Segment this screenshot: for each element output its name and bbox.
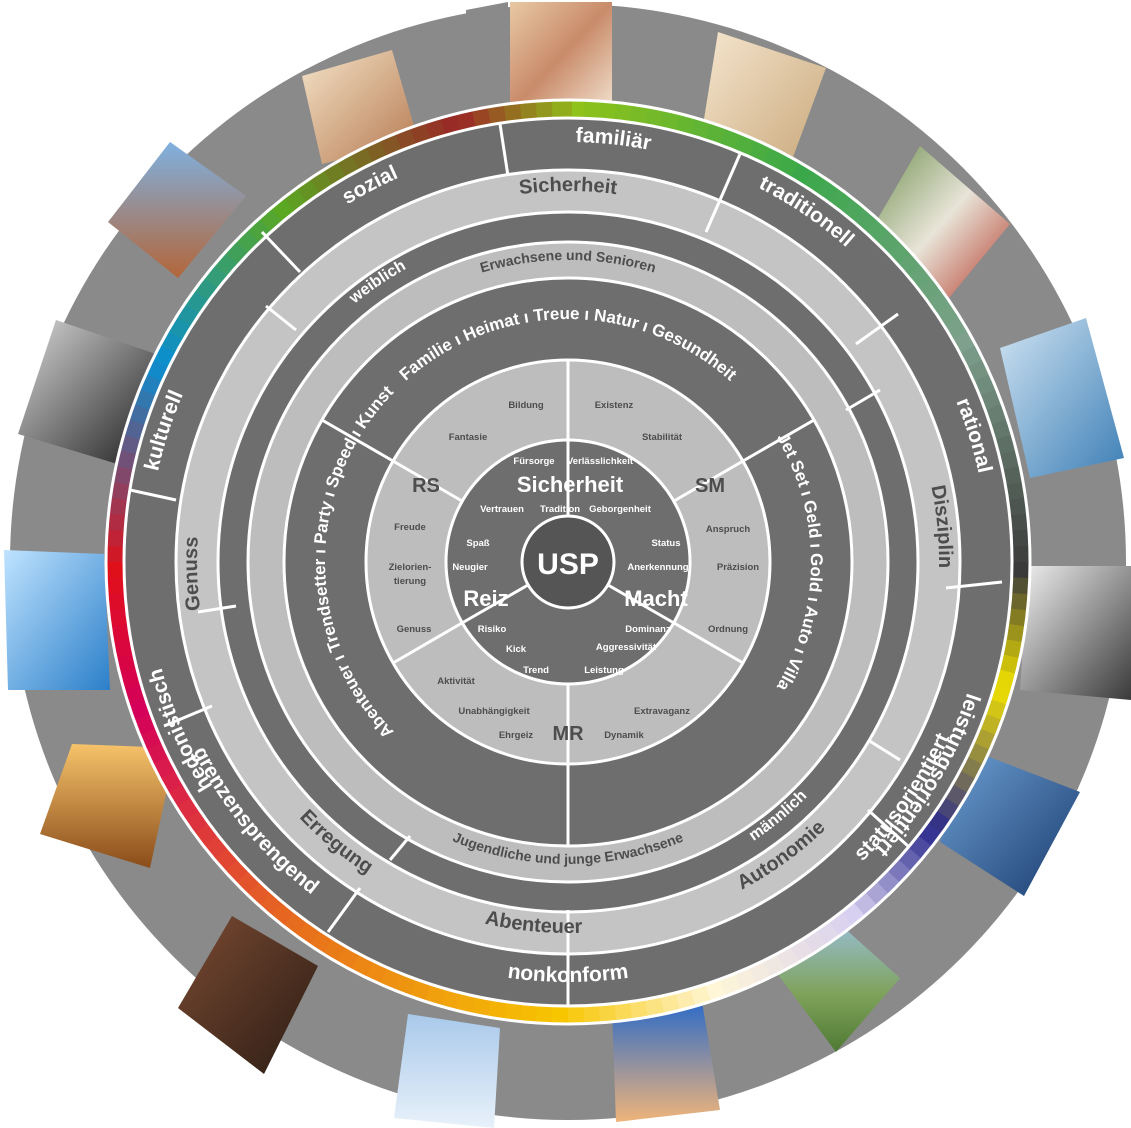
spectrum-segment: [595, 1003, 617, 1024]
sm-existenz: Existenz: [595, 400, 634, 411]
core-word-spass: Spaß: [466, 538, 489, 549]
photo-cyclist-sunset: [40, 744, 176, 868]
core-macht-title: Macht: [624, 586, 688, 611]
orientation-nonkonform: nonkonform: [506, 960, 629, 987]
photo-city-rooftops: [108, 142, 246, 278]
photo-ice-cubes: [4, 550, 110, 690]
spectrum-segment: [503, 102, 526, 123]
core-word-tradition: Tradition: [540, 504, 580, 515]
svg-text:Sicherheit: Sicherheit: [518, 174, 619, 199]
spectrum-segment: [106, 525, 126, 547]
sm-stabilitaet: Stabilität: [642, 432, 683, 443]
photo-businessman: [1020, 566, 1131, 700]
rs-zielorientierung-2: tierung: [394, 576, 426, 587]
core-word-geborgenheit: Geborgenheit: [589, 504, 652, 515]
spectrum-segment: [610, 1001, 633, 1022]
photo-building: [394, 1014, 500, 1128]
spectrum-segment: [108, 604, 129, 627]
spectrum-segment: [1007, 497, 1028, 520]
mr-dynamik: Dynamik: [604, 730, 644, 741]
photo-party-crowd: [178, 916, 318, 1074]
spectrum-segment: [106, 557, 125, 579]
core-labels: Sicherheit Fürsorge Verlässlichkeit Vert…: [452, 456, 688, 676]
spectrum-segment: [535, 100, 557, 120]
photo-palm-tree: [612, 1002, 720, 1122]
spectrum-segment: [106, 541, 125, 562]
color-spectrum-ring: [104, 98, 1032, 1026]
core-word-fuersorge: Fürsorge: [513, 456, 554, 467]
spectrum-segment: [563, 1005, 585, 1024]
spectrum-segment: [583, 100, 605, 120]
motive-sicherheit: Sicherheit: [518, 174, 619, 199]
spectrum-segment: [1011, 562, 1030, 583]
mr-unabhaengigkeit: Unabhängigkeit: [458, 706, 530, 717]
core-word-anerkennung: Anerkennung: [627, 562, 688, 573]
mixed-zone-labels: SM MR RS Existenz Stabilität Anspruch Pr…: [389, 400, 760, 745]
spectrum-segment: [547, 1005, 568, 1024]
sm-praezision: Präzision: [717, 562, 759, 573]
spectrum-segment: [106, 589, 127, 611]
spectrum-segment: [579, 1004, 601, 1024]
code-mr: MR: [552, 723, 584, 745]
spectrum-outline: [104, 98, 1032, 1026]
core-word-status: Status: [651, 538, 680, 549]
photo-family-mother-daughter: [510, 2, 612, 112]
svg-text:Genuss: Genuss: [180, 536, 205, 612]
motive-genuss: Genuss: [180, 536, 205, 612]
core-word-vertrauen: Vertrauen: [480, 504, 524, 515]
core-word-risiko: Risiko: [478, 624, 507, 635]
core-word-leistung: Leistung: [584, 665, 624, 676]
photo-tiles: [4, 2, 1131, 1128]
spectrum-segment: [106, 573, 126, 595]
usp-label: USP: [537, 548, 599, 581]
spectrum-segment: [519, 100, 541, 121]
rs-bildung: Bildung: [508, 400, 544, 411]
mr-extravaganz: Extravaganz: [634, 706, 690, 717]
photo-office-meeting: [1000, 318, 1124, 478]
sm-anspruch: Anspruch: [706, 524, 751, 535]
spectrum-segment: [1010, 577, 1030, 599]
spectrum-segment: [1009, 513, 1030, 535]
core-word-kick: Kick: [506, 644, 527, 655]
core-reiz-title: Reiz: [463, 586, 508, 611]
core-word-aggressivitaet: Aggressivität: [596, 642, 657, 653]
rs-zielorientierung-1: Zielorien-: [389, 562, 432, 573]
spectrum-segment: [1011, 545, 1030, 567]
mr-aktivitaet: Aktivität: [437, 676, 475, 687]
photo-sculpture: [18, 320, 156, 466]
spectrum-segment: [551, 100, 573, 119]
core-word-dominanz: Dominanz: [625, 624, 671, 635]
usp-center: [522, 516, 614, 608]
sm-ordnung: Ordnung: [708, 624, 748, 635]
mr-ehrgeiz: Ehrgeiz: [499, 730, 534, 741]
core-word-verlaesslichkeit: Verlässlichkeit: [567, 456, 634, 467]
svg-text:nonkonform: nonkonform: [506, 960, 629, 987]
rs-fantasie: Fantasie: [449, 432, 488, 443]
photo-airplane: [940, 748, 1080, 896]
rs-genuss: Genuss: [397, 624, 432, 635]
code-sm: SM: [695, 475, 725, 497]
code-rs: RS: [412, 475, 440, 497]
photo-tile-family: [466, 2, 508, 124]
spectrum-segment: [1010, 529, 1030, 551]
rs-freude: Freude: [394, 522, 426, 533]
core-word-trend: Trend: [523, 665, 549, 676]
spectrum-segment: [568, 100, 589, 119]
spectrum-segment: [531, 1004, 553, 1024]
core-word-neugier: Neugier: [452, 562, 488, 573]
core-sicherheit-title: Sicherheit: [517, 472, 624, 497]
ring-dividers: [122, 116, 1014, 1008]
